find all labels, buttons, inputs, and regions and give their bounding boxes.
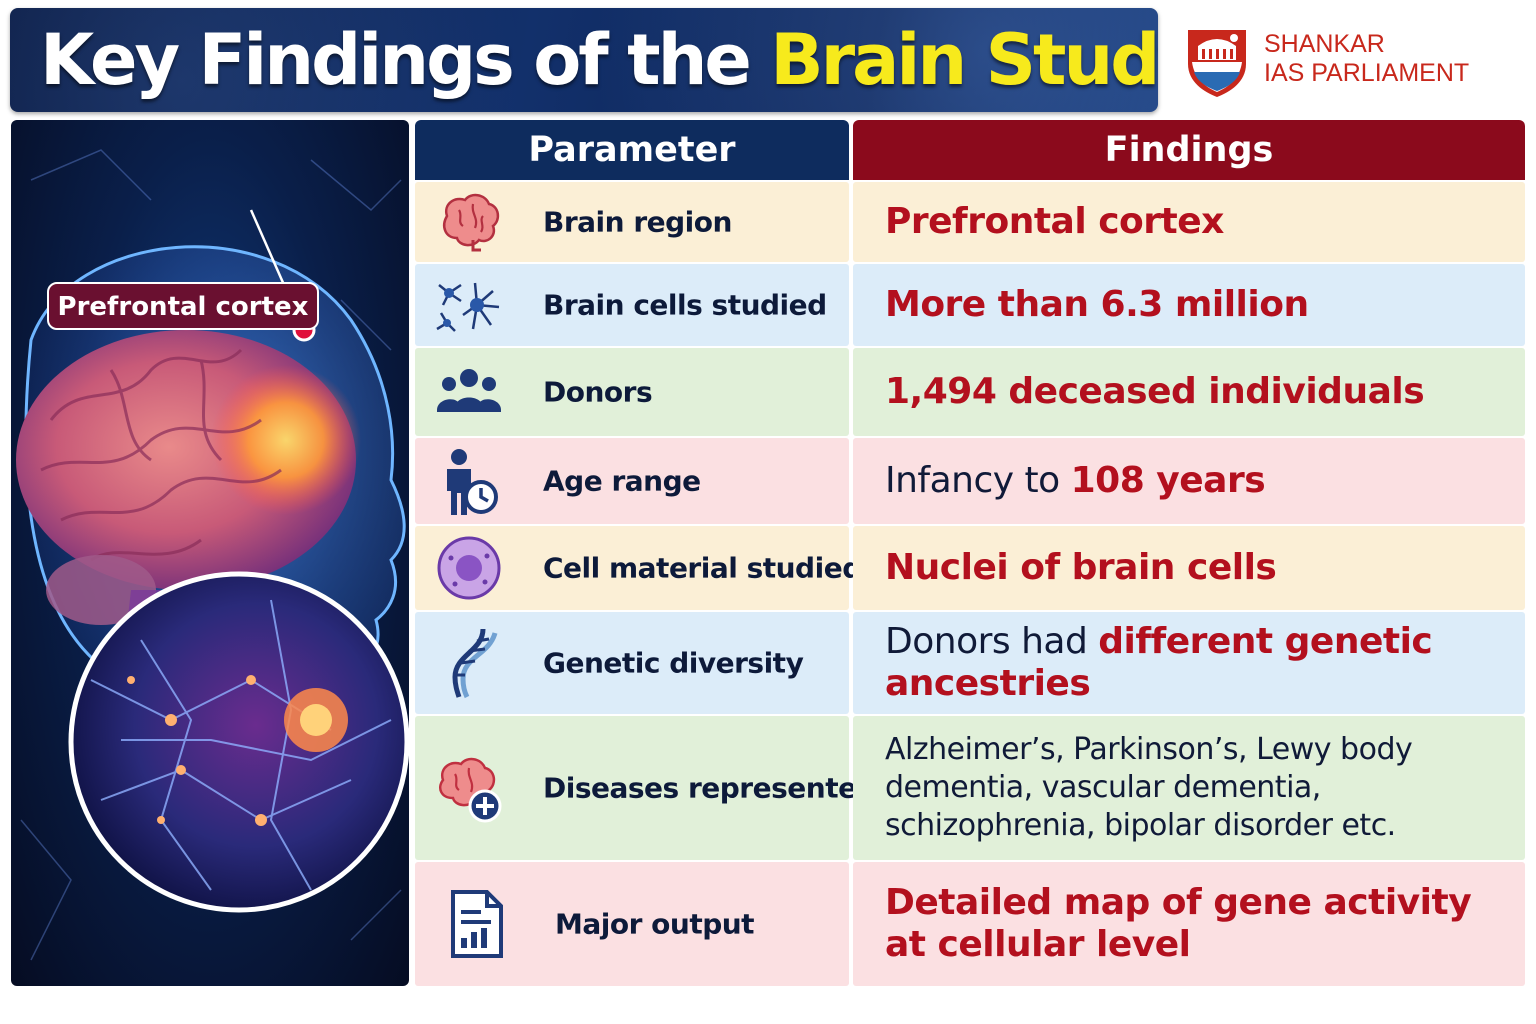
column-header-parameter: Parameter [415, 120, 849, 180]
parameter-label: Age range [543, 464, 701, 498]
parameter-label: Donors [543, 375, 653, 409]
finding-text: Donors had different genetic ancestries [885, 621, 1505, 705]
finding-text: Alzheimer’s, Parkinson’s, Lewy body deme… [885, 732, 1413, 843]
finding-text: Nuclei of brain cells [885, 547, 1277, 588]
logo-text: SHANKAR IAS PARLIAMENT [1264, 30, 1469, 88]
brain-illustration [16, 149, 409, 961]
logo-line-1: SHANKAR [1264, 30, 1385, 58]
table-row-genetic-diversity: Genetic diversity Donors had different g… [415, 612, 1525, 714]
table-row-brain-region: Brain region Prefrontal cortex [415, 182, 1525, 262]
cell-icon [437, 536, 501, 600]
finding-cell: 1,494 deceased individuals [853, 348, 1525, 436]
brain-illustration-panel: Prefrontal cortex [11, 120, 409, 986]
finding-highlight-text: 108 years [1070, 460, 1266, 501]
finding-text: Infancy to 108 years [885, 460, 1505, 502]
parameter-cell: Brain cells studied [415, 264, 849, 346]
parameter-cell: Donors [415, 348, 849, 436]
finding-highlight-text: different genetic ancestries [885, 621, 1433, 704]
finding-cell: Detailed map of gene activity at cellula… [853, 862, 1525, 986]
parameter-cell: Genetic diversity [415, 612, 849, 714]
finding-plain-text: Infancy to [885, 460, 1071, 501]
table-row-age-range: Age range Infancy to 108 years [415, 438, 1525, 524]
finding-cell: More than 6.3 million [853, 264, 1525, 346]
table-row-diseases: Diseases represented Alzheimer’s, Parkin… [415, 716, 1525, 860]
finding-text: Prefrontal cortex [885, 201, 1224, 242]
title-highlight-part: Brain Study [770, 19, 1158, 101]
title-white-part: Key Findings of the [40, 19, 752, 101]
finding-cell: Prefrontal cortex [853, 182, 1525, 262]
brain-plus-icon [439, 757, 502, 823]
table-row-cell-material: Cell material studied Nuclei of brain ce… [415, 526, 1525, 610]
parameter-cell: Age range [415, 438, 849, 524]
finding-cell: Alzheimer’s, Parkinson’s, Lewy body deme… [853, 716, 1525, 860]
finding-text: More than 6.3 million [885, 284, 1309, 325]
finding-cell: Nuclei of brain cells [853, 526, 1525, 610]
column-header-findings: Findings [853, 120, 1525, 180]
parameter-label: Diseases represented [543, 771, 877, 805]
parliament-shield-icon [1188, 30, 1246, 97]
report-chart-icon [451, 890, 503, 958]
parameter-cell: Major output [415, 862, 849, 986]
table-row-brain-cells: Brain cells studied More than 6.3 millio… [415, 264, 1525, 346]
parameter-label: Genetic diversity [543, 646, 804, 680]
page-title: Key Findings of the Brain Study [40, 22, 1158, 98]
logo-line-2: IAS PARLIAMENT [1264, 59, 1470, 87]
table-row-donors: Donors 1,494 deceased individuals [415, 348, 1525, 436]
finding-text: 1,494 deceased individuals [885, 371, 1425, 412]
brand-logo: SHANKAR IAS PARLIAMENT [1184, 26, 1529, 98]
parameter-cell: Cell material studied [415, 526, 862, 610]
prefrontal-cortex-callout: Prefrontal cortex [47, 282, 319, 330]
finding-plain-text: Donors had [885, 621, 1099, 662]
neurons-icon [436, 282, 500, 332]
parameter-label: Brain region [543, 205, 732, 239]
parameter-cell: Diseases represented [415, 716, 877, 860]
parameter-label: Brain cells studied [543, 288, 827, 322]
finding-text: Detailed map of gene activity at cellula… [885, 882, 1472, 965]
parameter-label: Major output [555, 907, 755, 941]
finding-cell: Infancy to 108 years [853, 438, 1525, 524]
table-row-major-output: Major output Detailed map of gene activi… [415, 862, 1525, 986]
parameter-cell: Brain region [415, 182, 849, 262]
person-clock-icon [447, 449, 498, 515]
title-banner: Key Findings of the Brain Study [10, 8, 1158, 112]
brain-icon [443, 193, 500, 252]
finding-cell: Donors had different genetic ancestries [853, 612, 1525, 714]
people-group-icon [437, 369, 501, 412]
parameter-label: Cell material studied [543, 551, 862, 585]
dna-icon [452, 628, 498, 699]
